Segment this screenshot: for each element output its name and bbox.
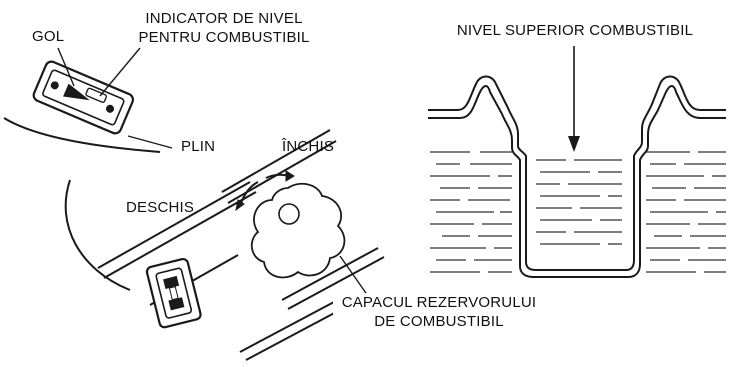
label-fuel-top-level: NIVEL SUPERIOR COMBUSTIBIL: [456, 22, 694, 39]
label-fuel-cap-line1: CAPACUL REZERVORULUI: [341, 294, 537, 311]
label-fuel-cap-line2: DE COMBUSTIBIL: [374, 313, 504, 330]
fuel-tank-cap: [250, 182, 346, 279]
label-empty: GOL: [30, 27, 67, 46]
gauge-needle-icon: [63, 83, 90, 101]
label-fuel-gauge-line1: INDICATOR DE NIVEL: [145, 10, 303, 27]
label-fuel-cap: CAPACUL REZERVORULUI DE COMBUSTIBIL: [333, 293, 545, 331]
label-fuel-gauge: INDICATOR DE NIVEL PENTRU COMBUSTIBIL: [122, 9, 326, 47]
full-marker-icon: [106, 104, 115, 113]
top-level-arrow-icon: [568, 46, 580, 152]
fuel-level-gauge: [32, 60, 135, 135]
tank-body-outline: [3, 117, 161, 291]
fuel-surface-hatching: [430, 151, 726, 273]
label-closed: ÎNCHIS: [282, 138, 335, 155]
rotation-arrows-icon: [235, 170, 295, 212]
leader-lines-left: [57, 47, 173, 149]
label-fuel-gauge-line2: PENTRU COMBUSTIBIL: [138, 29, 310, 46]
cap-leader-line: [339, 255, 369, 297]
label-open: DESCHIS: [126, 199, 195, 216]
label-full: PLIN: [181, 138, 216, 155]
tank-surface-lines: [97, 129, 385, 361]
empty-marker-icon: [50, 81, 59, 90]
lower-gauge-window: [145, 257, 202, 329]
filler-neck-cross-section: [428, 75, 726, 278]
